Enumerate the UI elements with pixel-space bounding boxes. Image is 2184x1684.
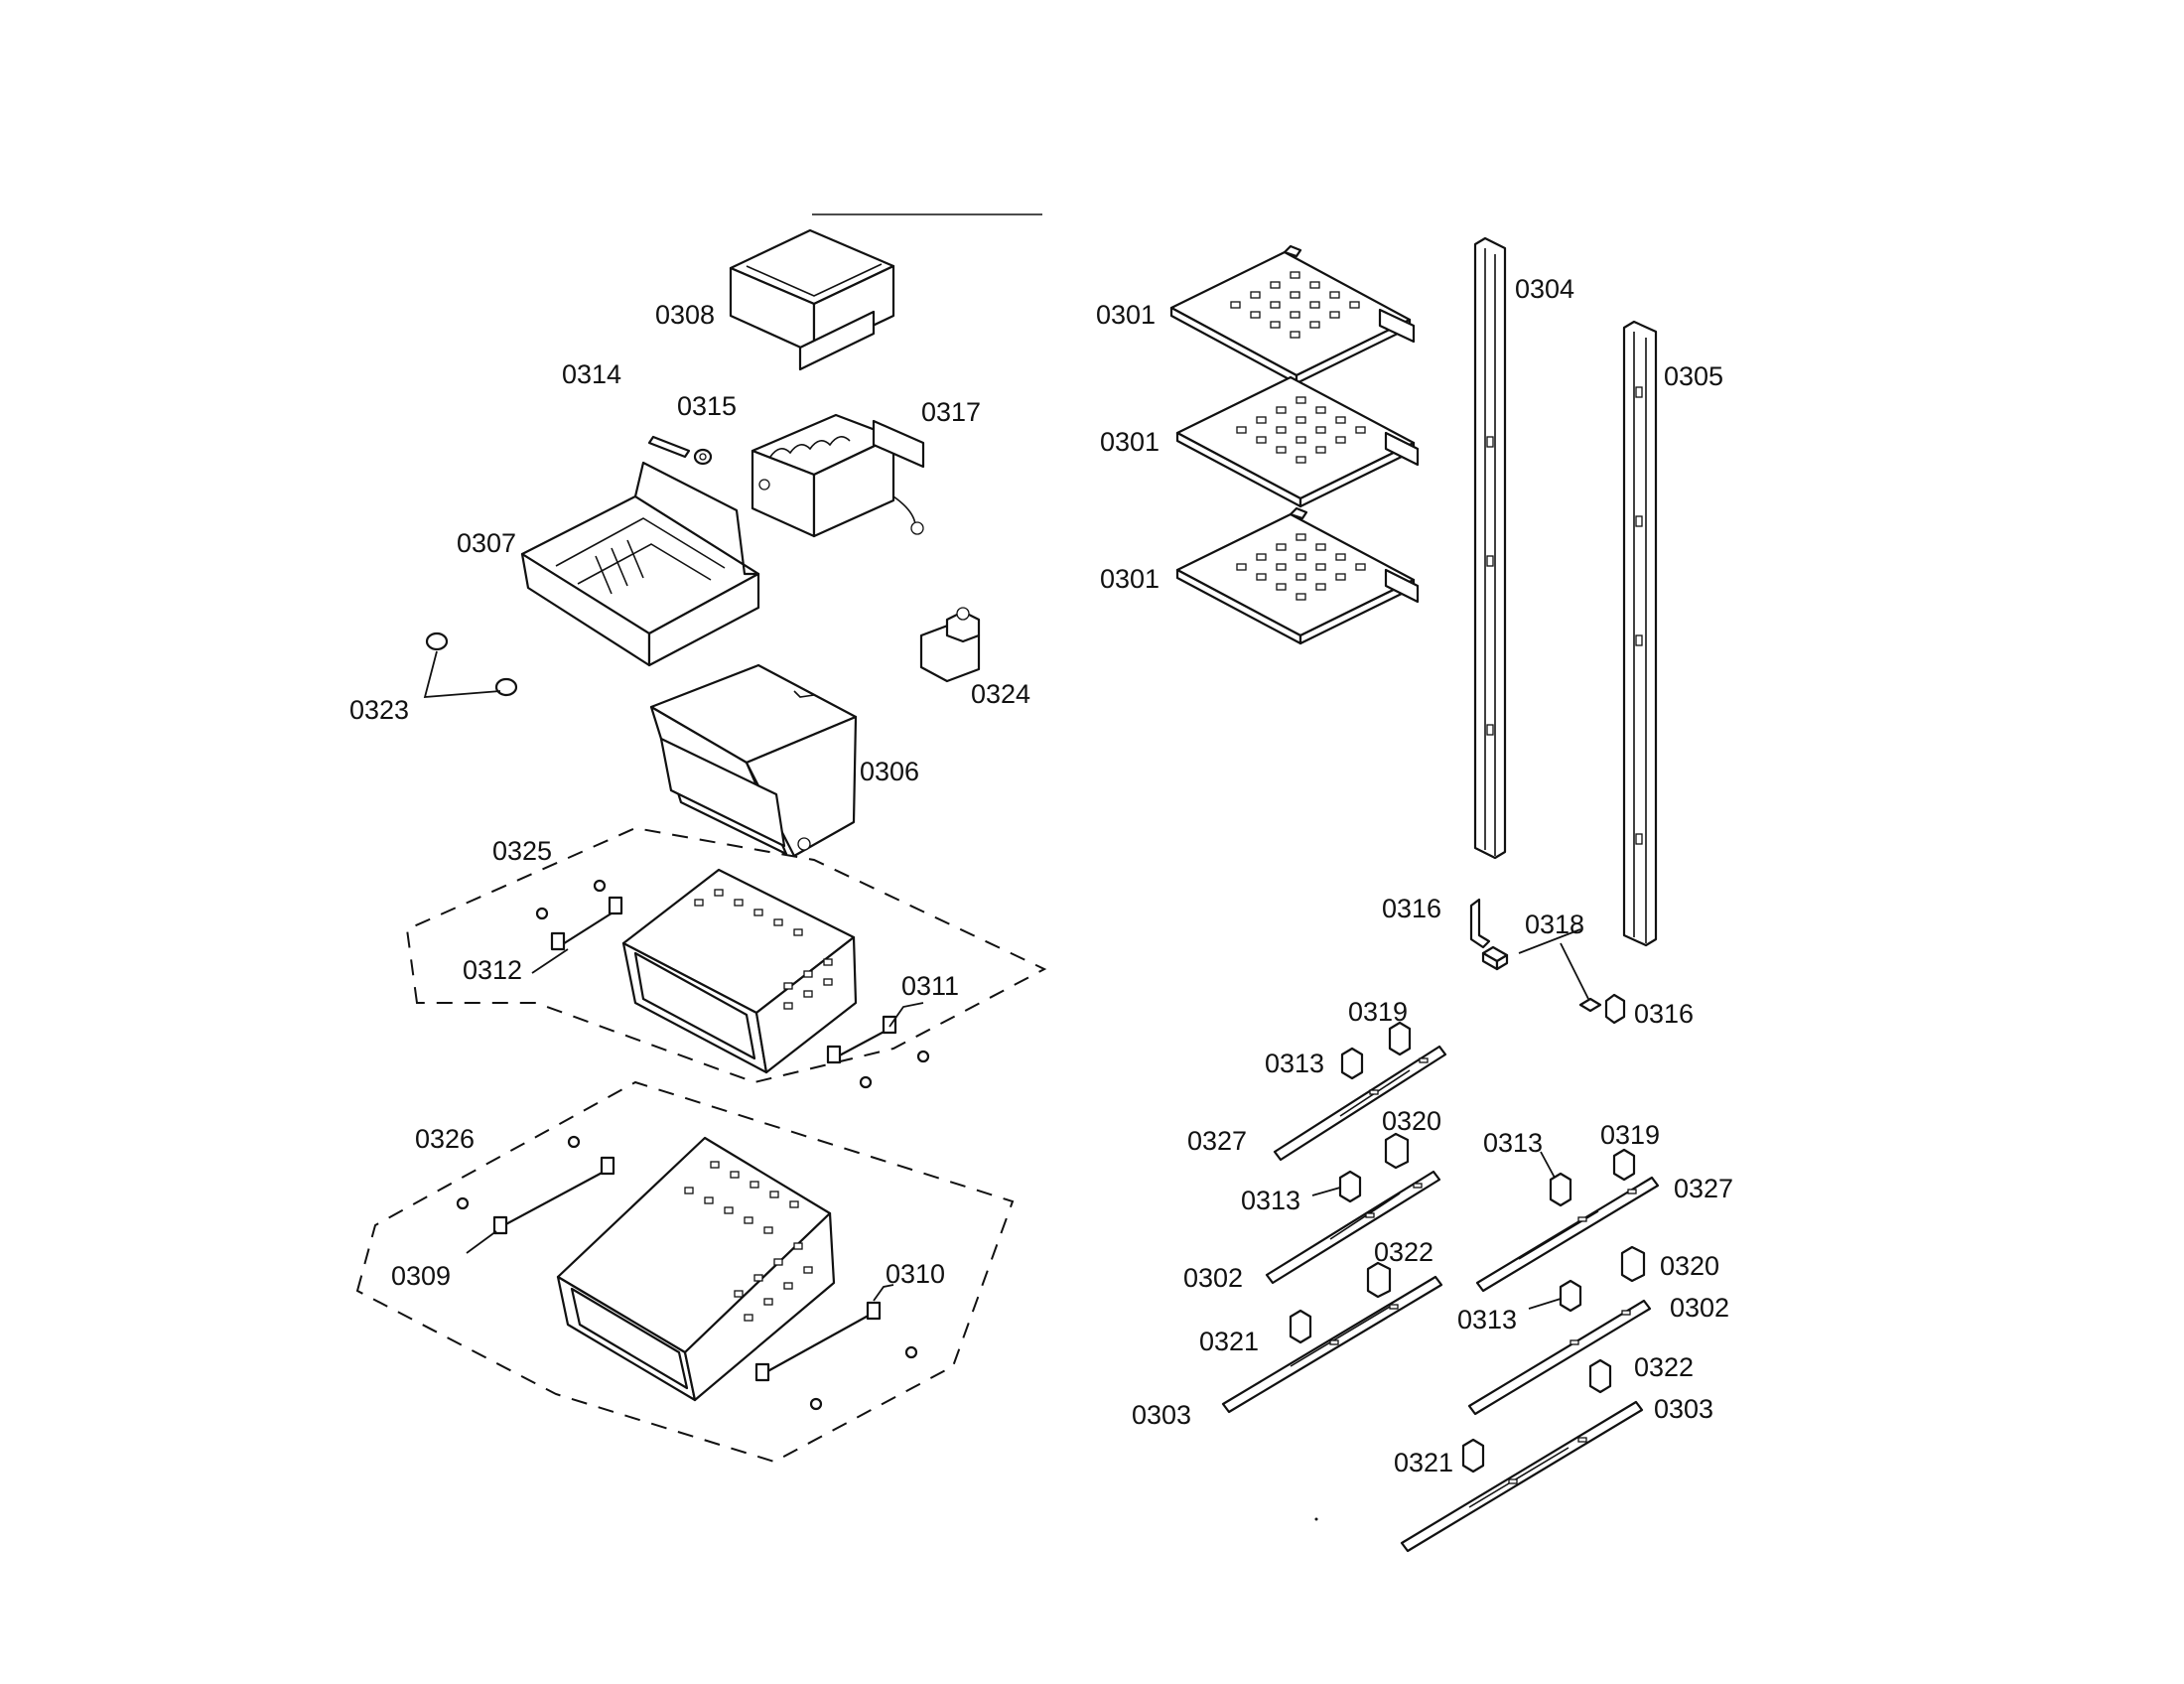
label-0327-b: 0327 bbox=[1674, 1174, 1733, 1203]
part-0301-shelf-3 bbox=[1175, 506, 1420, 645]
label-0321-a: 0321 bbox=[1199, 1327, 1259, 1356]
label-0313-b: 0313 bbox=[1241, 1186, 1300, 1215]
part-0309-slide bbox=[456, 1135, 615, 1254]
clip-0319-left bbox=[1388, 1021, 1412, 1056]
label-0327-a: 0327 bbox=[1187, 1126, 1247, 1156]
slide-rail-0302-left bbox=[1265, 1170, 1441, 1285]
clip-0321-left bbox=[1289, 1309, 1312, 1344]
slide-rail-0303-left bbox=[1221, 1275, 1443, 1414]
part-0317-ice-maker bbox=[751, 413, 925, 538]
label-0304: 0304 bbox=[1515, 274, 1574, 304]
label-0307: 0307 bbox=[457, 528, 516, 558]
part-0315-ring bbox=[693, 448, 713, 466]
part-0311-slide bbox=[826, 1002, 930, 1089]
label-0322-a: 0322 bbox=[1374, 1237, 1433, 1267]
dashed-group-0325 bbox=[405, 826, 1047, 1084]
shelf-holes bbox=[1230, 271, 1366, 601]
basket-holes-lower bbox=[684, 1161, 813, 1322]
slide-rail-0302-right bbox=[1467, 1299, 1652, 1416]
label-0311: 0311 bbox=[901, 971, 959, 1001]
part-0318-block bbox=[1481, 928, 1602, 1013]
part-0306-bin bbox=[649, 663, 858, 858]
part-0324-bracket bbox=[919, 607, 981, 683]
label-0302-a: 0302 bbox=[1183, 1263, 1243, 1293]
label-0313-a: 0313 bbox=[1265, 1049, 1324, 1078]
label-0321-b: 0321 bbox=[1394, 1448, 1453, 1477]
label-0316-a: 0316 bbox=[1382, 894, 1441, 923]
slide-rail-0327-left bbox=[1273, 1045, 1447, 1162]
part-0307-housing bbox=[520, 461, 760, 667]
part-0301-shelf-2 bbox=[1175, 375, 1420, 508]
label-0319-a: 0319 bbox=[1348, 997, 1408, 1027]
part-0308-ice-container bbox=[729, 228, 895, 371]
label-0316-b: 0316 bbox=[1634, 999, 1694, 1029]
basket-holes bbox=[694, 889, 833, 1010]
label-0320-b: 0320 bbox=[1660, 1251, 1719, 1281]
label-0318: 0318 bbox=[1525, 910, 1584, 939]
part-0312-slide bbox=[531, 879, 623, 974]
speck bbox=[1314, 1517, 1318, 1521]
label-0310: 0310 bbox=[886, 1259, 945, 1289]
label-0301-a: 0301 bbox=[1096, 300, 1156, 330]
label-0315: 0315 bbox=[677, 391, 737, 421]
label-0313-d: 0313 bbox=[1457, 1305, 1517, 1334]
label-0325: 0325 bbox=[492, 836, 552, 866]
slide-rail-0327-right bbox=[1475, 1176, 1660, 1293]
label-0326: 0326 bbox=[415, 1124, 475, 1154]
label-0303-b: 0303 bbox=[1654, 1394, 1713, 1424]
label-0309: 0309 bbox=[391, 1261, 451, 1291]
clip-0320-right bbox=[1620, 1245, 1646, 1283]
part-0316-bracket-a bbox=[1469, 898, 1491, 949]
clip-0313-right-a bbox=[1540, 1151, 1572, 1207]
part-0314-strip bbox=[647, 435, 691, 459]
label-0313-c: 0313 bbox=[1483, 1128, 1543, 1158]
label-0303-a: 0303 bbox=[1132, 1400, 1191, 1430]
clip-0313-right-b bbox=[1528, 1279, 1582, 1313]
part-0310-slide bbox=[754, 1284, 918, 1411]
part-0305-rail bbox=[1622, 320, 1658, 947]
clip-0313-left-a bbox=[1340, 1047, 1364, 1080]
label-0320-a: 0320 bbox=[1382, 1106, 1441, 1136]
clip-0322-left bbox=[1366, 1261, 1392, 1299]
clip-0322-right bbox=[1588, 1358, 1612, 1394]
label-0301-c: 0301 bbox=[1100, 564, 1160, 594]
label-0324: 0324 bbox=[971, 679, 1030, 709]
part-0304-rail bbox=[1473, 236, 1507, 860]
part-0323-knobs bbox=[423, 632, 518, 698]
dashed-group-0326 bbox=[355, 1080, 1015, 1464]
label-0312: 0312 bbox=[463, 955, 522, 985]
clip-0319-right bbox=[1612, 1148, 1636, 1182]
label-0306: 0306 bbox=[860, 757, 919, 786]
clip-0313-left-b bbox=[1311, 1170, 1362, 1203]
labels: 0308 0314 0315 0317 0307 0323 0324 0306 … bbox=[349, 274, 1733, 1477]
clip-0320-left bbox=[1384, 1132, 1410, 1170]
label-0314: 0314 bbox=[562, 359, 621, 389]
part-0326-basket bbox=[556, 1136, 836, 1402]
part-0325-basket bbox=[621, 868, 858, 1074]
label-0302-b: 0302 bbox=[1670, 1293, 1729, 1323]
label-0308: 0308 bbox=[655, 300, 715, 330]
clip-0321-right bbox=[1461, 1438, 1485, 1474]
slide-rail-0303-right bbox=[1400, 1400, 1644, 1553]
label-0319-b: 0319 bbox=[1600, 1120, 1660, 1150]
label-0322-b: 0322 bbox=[1634, 1352, 1694, 1382]
label-0323: 0323 bbox=[349, 695, 409, 725]
label-0305: 0305 bbox=[1664, 361, 1723, 391]
part-0316-bracket-b bbox=[1604, 993, 1626, 1025]
label-0301-b: 0301 bbox=[1100, 427, 1160, 457]
label-0317: 0317 bbox=[921, 397, 981, 427]
